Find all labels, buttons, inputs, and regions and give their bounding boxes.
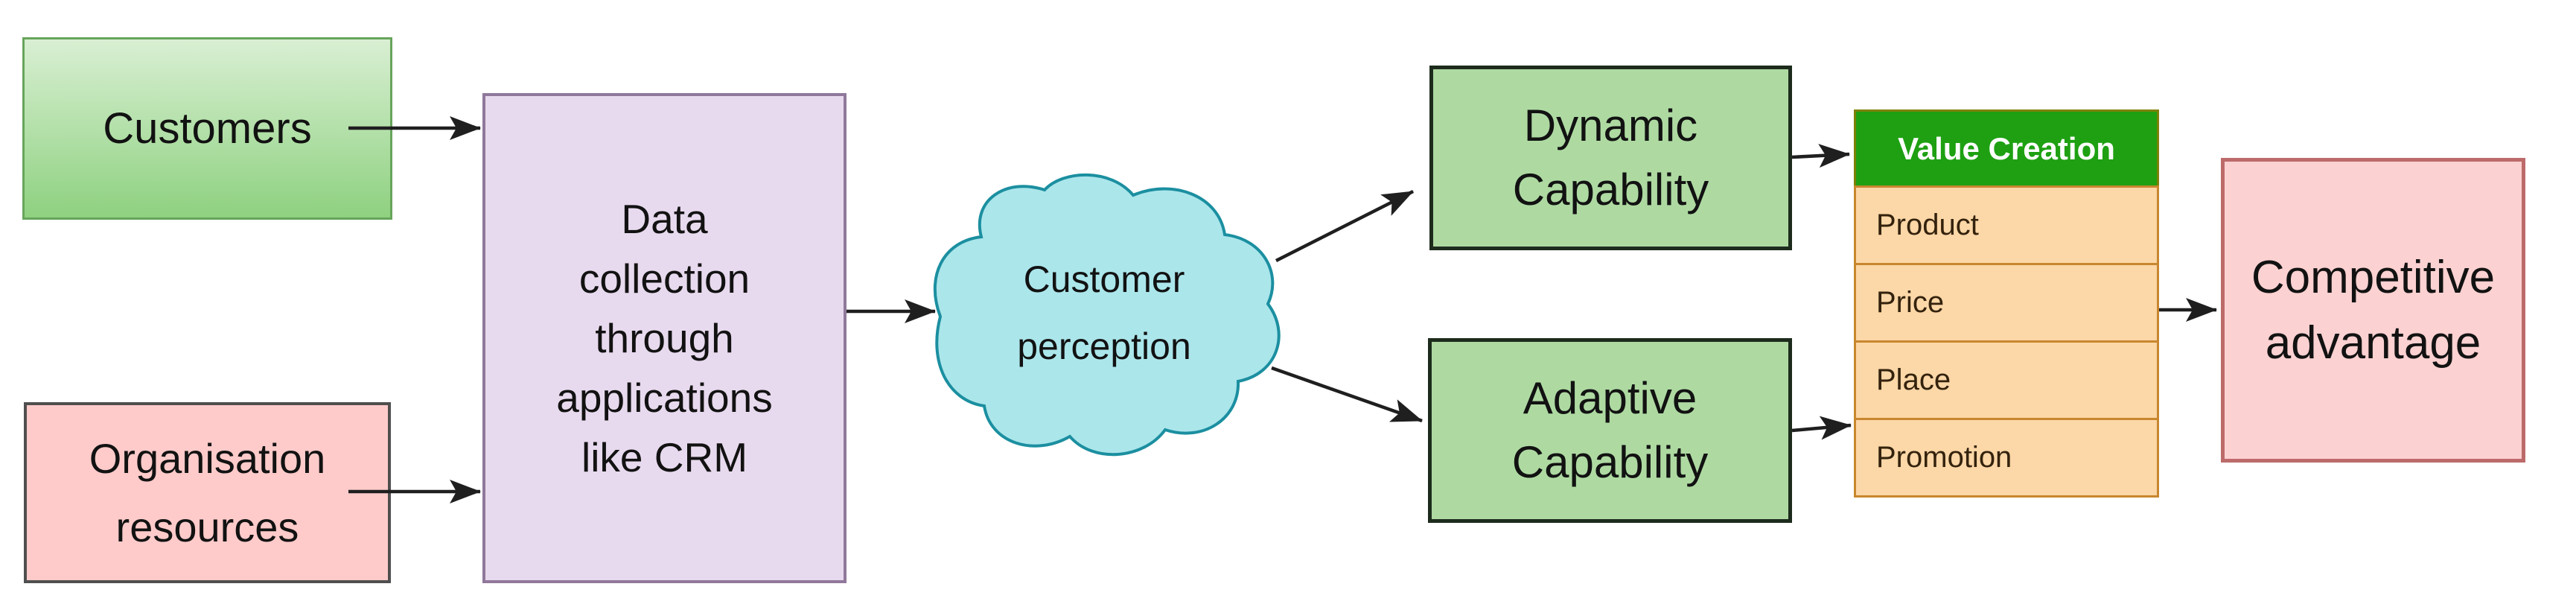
node-dynamic-capability-label: Dynamic Capability: [1512, 101, 1709, 215]
node-adaptive-capability[interactable]: Adaptive Capability: [1428, 338, 1792, 523]
table-row-price-label: Price: [1876, 286, 1945, 319]
node-customers-label: Customers: [103, 104, 312, 153]
node-dynamic-capability[interactable]: Dynamic Capability: [1429, 66, 1792, 250]
table-row-place[interactable]: Place: [1854, 340, 2159, 420]
customer-perception-cloud[interactable]: [933, 173, 1281, 457]
value-creation-table: Value Creation Product Price Place Promo…: [1854, 109, 2159, 498]
arrow-perception-to-dynamic: [1275, 189, 1415, 263]
value-creation-header-label: Value Creation: [1898, 130, 2115, 166]
arrow-dynamic-to-value-creation: [1791, 144, 1850, 168]
node-competitive-advantage-label: Competitive advantage: [2251, 251, 2496, 369]
node-adaptive-capability-label: Adaptive Capability: [1511, 373, 1709, 487]
node-data-collection-label: Data collection through applications lik…: [556, 196, 773, 480]
node-customer-perception-label: Customer perception: [1017, 258, 1191, 367]
arrow-adaptive-to-value-creation: [1791, 416, 1852, 440]
table-row-product[interactable]: Product: [1854, 185, 2159, 265]
node-data-collection[interactable]: Data collection through applications lik…: [482, 93, 847, 583]
table-row-promotion-label: Promotion: [1876, 441, 2012, 474]
arrow-perception-to-adaptive: [1271, 366, 1423, 423]
table-row-price[interactable]: Price: [1854, 263, 2159, 343]
table-row-promotion[interactable]: Promotion: [1854, 418, 2159, 498]
table-row-place-label: Place: [1876, 363, 1951, 396]
node-organisation-resources-label: Organisation resources: [89, 434, 326, 550]
value-creation-header[interactable]: Value Creation: [1854, 109, 2159, 188]
node-customers[interactable]: Customers: [22, 37, 392, 220]
node-customer-perception[interactable]: Customer perception: [933, 246, 1275, 380]
node-competitive-advantage[interactable]: Competitive advantage: [2221, 158, 2525, 463]
table-row-product-label: Product: [1876, 209, 1979, 241]
node-organisation-resources[interactable]: Organisation resources: [24, 402, 391, 583]
